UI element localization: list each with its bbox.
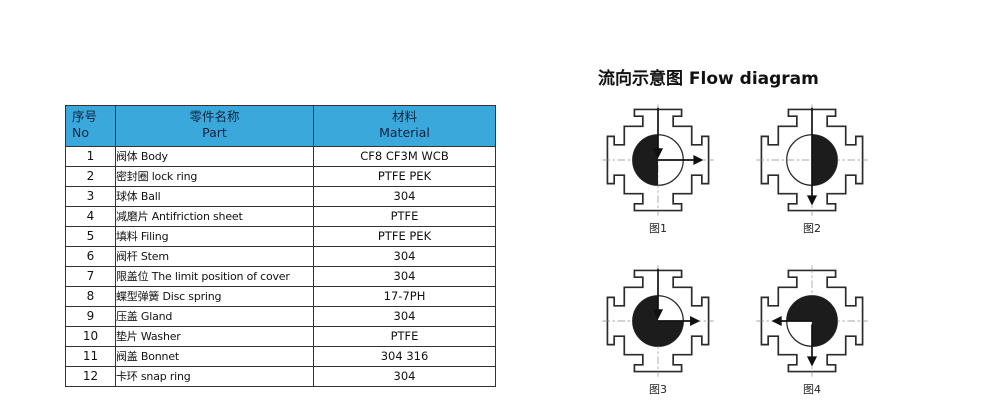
row-no: 4 bbox=[65, 205, 116, 227]
valve-figure-4: 图4 bbox=[752, 262, 872, 397]
valve-figure-3: 图3 bbox=[598, 262, 718, 397]
table-row: 3 球体 Ball 304 bbox=[65, 185, 496, 207]
valve-figure-1: 图1 bbox=[598, 101, 718, 236]
row-material: 304 bbox=[313, 185, 496, 207]
table-row: 12 卡环 snap ring 304 bbox=[65, 365, 496, 387]
row-part: 球体 Ball bbox=[115, 185, 314, 207]
flow-arrow-right-icon bbox=[693, 154, 704, 166]
table-row: 11 阀盖 Bonnet 304 316 bbox=[65, 345, 496, 367]
row-part: 蝶型弹簧 Disc spring bbox=[115, 285, 314, 307]
row-material: 304 bbox=[313, 265, 496, 287]
row-no: 12 bbox=[65, 365, 116, 387]
flow-arrow-down-icon bbox=[652, 309, 664, 320]
figure-label-1: 图1 bbox=[649, 222, 667, 235]
row-part: 垫片 Washer bbox=[115, 325, 314, 347]
row-no: 10 bbox=[65, 325, 116, 347]
figure-label-2: 图2 bbox=[803, 222, 821, 235]
row-part: 限盖位 The limit position of cover bbox=[115, 265, 314, 287]
row-material: CF8 CF3M WCB bbox=[313, 145, 496, 167]
flow-arrow-left-icon bbox=[771, 315, 782, 327]
valve-diagram-2 bbox=[755, 103, 869, 217]
row-material: PTFE bbox=[313, 325, 496, 347]
table-row: 10 垫片 Washer PTFE bbox=[65, 325, 496, 347]
row-no: 9 bbox=[65, 305, 116, 327]
row-no: 6 bbox=[65, 245, 116, 267]
valve-diagram-1 bbox=[601, 103, 715, 217]
valve-diagram-3 bbox=[601, 264, 715, 378]
row-material: 304 bbox=[313, 245, 496, 267]
table-row: 4 减磨片 Antifriction sheet PTFE bbox=[65, 205, 496, 227]
row-part: 阀杆 Stem bbox=[115, 245, 314, 267]
row-no: 3 bbox=[65, 185, 116, 207]
row-material: PTFE PEK bbox=[313, 165, 496, 187]
header-part-zh: 零件名称 bbox=[189, 109, 240, 124]
parts-table: 序号 No 零件名称 Part 材料 Material 1 阀体 Body CF… bbox=[65, 105, 496, 387]
header-material-zh: 材料 bbox=[391, 109, 417, 124]
table-row: 8 蝶型弹簧 Disc spring 17-7PH bbox=[65, 285, 496, 307]
header-part: 零件名称 Part bbox=[115, 105, 314, 147]
table-row: 6 阀杆 Stem 304 bbox=[65, 245, 496, 267]
flow-arrow-down-icon bbox=[806, 356, 818, 367]
row-material: 304 bbox=[313, 365, 496, 387]
row-part: 填料 Filing bbox=[115, 225, 314, 247]
table-row: 1 阀体 Body CF8 CF3M WCB bbox=[65, 145, 496, 167]
flow-arrow-down-icon bbox=[652, 148, 664, 159]
row-no: 1 bbox=[65, 145, 116, 167]
table-row: 7 限盖位 The limit position of cover 304 bbox=[65, 265, 496, 287]
row-no: 5 bbox=[65, 225, 116, 247]
flow-section: 流向示意图 Flow diagram 图1 图2 bbox=[598, 64, 872, 397]
header-no-zh: 序号 bbox=[72, 109, 98, 124]
row-material: PTFE PEK bbox=[313, 225, 496, 247]
header-material: 材料 Material bbox=[313, 105, 496, 147]
header-no-en: No bbox=[72, 125, 89, 141]
valve-figure-2: 图2 bbox=[752, 101, 872, 236]
ball-blocked-right bbox=[812, 134, 838, 186]
row-material: 304 316 bbox=[313, 345, 496, 367]
header-no: 序号 No bbox=[65, 105, 116, 147]
table-row: 5 填料 Filing PTFE PEK bbox=[65, 225, 496, 247]
row-part: 减磨片 Antifriction sheet bbox=[115, 205, 314, 227]
figure-label-4: 图4 bbox=[803, 383, 821, 396]
row-no: 11 bbox=[65, 345, 116, 367]
valve-diagram-4 bbox=[755, 264, 869, 378]
row-part: 阀盖 Bonnet bbox=[115, 345, 314, 367]
row-part: 卡环 snap ring bbox=[115, 365, 314, 387]
header-part-en: Part bbox=[202, 125, 227, 141]
table-row: 2 密封圈 lock ring PTFE PEK bbox=[65, 165, 496, 187]
flow-title: 流向示意图 Flow diagram bbox=[598, 69, 819, 89]
row-no: 8 bbox=[65, 285, 116, 307]
table-row: 9 压盖 Gland 304 bbox=[65, 305, 496, 327]
parts-table-header: 序号 No 零件名称 Part 材料 Material bbox=[65, 105, 496, 147]
row-material: 17-7PH bbox=[313, 285, 496, 307]
row-no: 2 bbox=[65, 165, 116, 187]
header-material-en: Material bbox=[379, 125, 430, 141]
row-no: 7 bbox=[65, 265, 116, 287]
header-row: 序号 No 零件名称 Part 材料 Material bbox=[65, 105, 496, 147]
figure-label-3: 图3 bbox=[649, 383, 667, 396]
ball-blocked-left bbox=[632, 134, 658, 186]
row-material: 304 bbox=[313, 305, 496, 327]
row-part: 阀体 Body bbox=[115, 145, 314, 167]
parts-table-body: 1 阀体 Body CF8 CF3M WCB 2 密封圈 lock ring P… bbox=[65, 145, 496, 387]
row-material: PTFE bbox=[313, 205, 496, 227]
flow-figures: 图1 图2 图3 bbox=[598, 101, 872, 397]
flow-arrow-down-icon bbox=[806, 195, 818, 206]
row-part: 压盖 Gland bbox=[115, 305, 314, 327]
row-part: 密封圈 lock ring bbox=[115, 165, 314, 187]
flow-arrow-right-icon bbox=[690, 315, 701, 327]
